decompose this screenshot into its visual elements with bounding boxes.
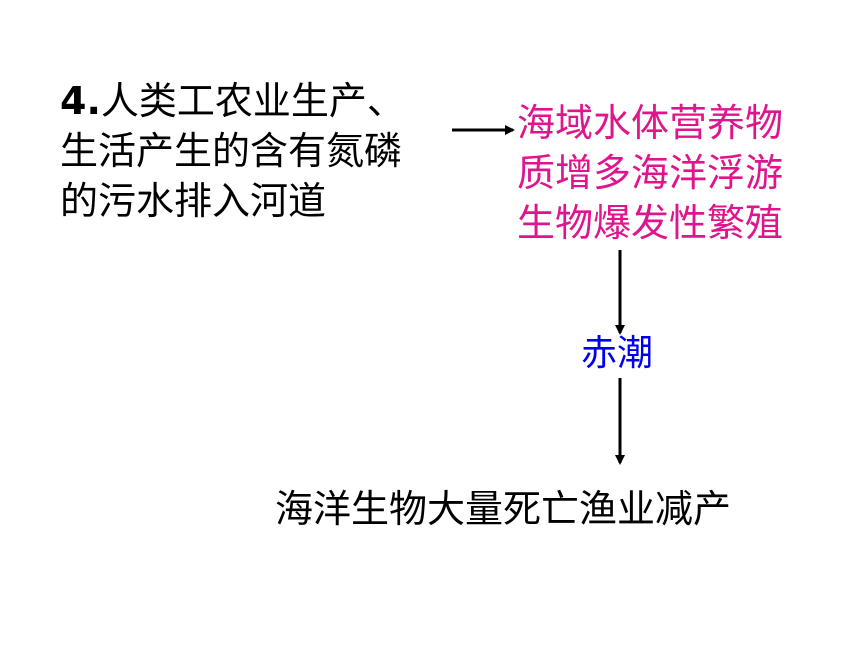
cause-node: 海域水体营养物 质增多海洋浮游 生物爆发性繁殖 bbox=[517, 98, 783, 248]
red-tide-label: 赤潮 bbox=[581, 333, 654, 374]
source-line-1: 人类工农业生产、 bbox=[100, 79, 405, 123]
cause-line-3: 生物爆发性繁殖 bbox=[517, 201, 784, 245]
source-line-2: 生活产生的含有氮磷 bbox=[60, 129, 403, 173]
cause-line-1: 海域水体营养物 bbox=[517, 101, 784, 145]
cause-line-2: 质增多海洋浮游 bbox=[517, 151, 784, 195]
source-node: 4.人类工农业生产、 生活产生的含有氮磷 的污水排入河道 bbox=[60, 76, 405, 226]
source-line-3: 的污水排入河道 bbox=[60, 179, 327, 223]
source-number: 4. bbox=[60, 79, 101, 123]
result-node: 海洋生物大量死亡渔业减产 bbox=[275, 487, 732, 531]
